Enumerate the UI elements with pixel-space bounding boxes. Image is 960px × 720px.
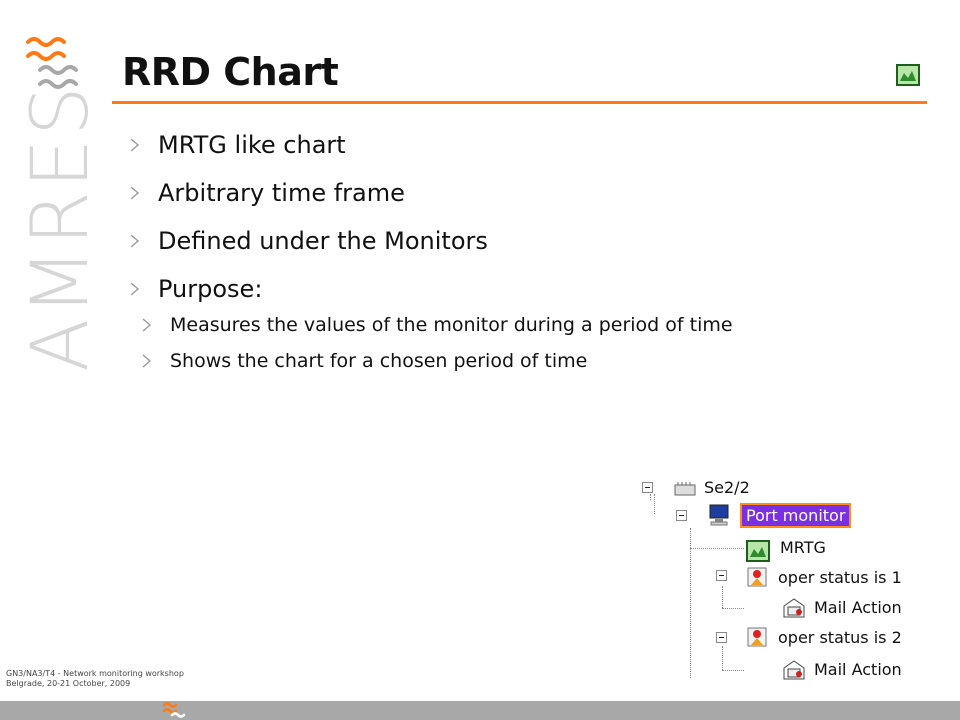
bullet-list: MRTG like chart Arbitrary time frame Def… xyxy=(130,128,850,384)
mrtg-chart-icon xyxy=(746,540,770,562)
bullet-text: Purpose: xyxy=(158,275,263,303)
tree-collapse-toggle[interactable] xyxy=(716,632,727,643)
tree-line xyxy=(690,548,744,549)
alarm-icon xyxy=(747,627,767,647)
sub-bullet-text: Measures the values of the monitor durin… xyxy=(170,314,733,336)
sub-bullet-text: Shows the chart for a chosen period of t… xyxy=(170,350,588,372)
mrtg-chart-icon xyxy=(896,64,920,86)
sub-bullet-item: Shows the chart for a chosen period of t… xyxy=(130,348,850,374)
tree-collapse-toggle[interactable] xyxy=(716,570,727,581)
footer-line-1: GN3/NA3/T4 - Network monitoring workshop xyxy=(6,669,184,678)
tree-item-oper-status-2[interactable]: oper status is 2 xyxy=(778,628,902,647)
slide-title: RRD Chart xyxy=(122,50,339,94)
tree-line xyxy=(650,494,651,500)
mail-action-icon xyxy=(783,598,805,618)
monitor-tree: Se2/2 Port monitor MRTG oper status is 1… xyxy=(624,470,924,684)
tree-collapse-toggle[interactable] xyxy=(642,482,653,493)
tree-root-node[interactable]: Se2/2 xyxy=(704,478,750,497)
bullet-arrow-icon xyxy=(130,186,140,200)
amres-logo-icon xyxy=(26,37,78,89)
tree-line xyxy=(722,586,723,608)
footer: GN3/NA3/T4 - Network monitoring workshop… xyxy=(6,669,184,689)
bullet-item: Purpose: Measures the values of the moni… xyxy=(130,272,850,374)
tree-item-mail-action[interactable]: Mail Action xyxy=(814,660,902,679)
bullet-item: Defined under the Monitors xyxy=(130,224,850,272)
tree-collapse-toggle[interactable] xyxy=(676,510,687,521)
tree-item-mail-action[interactable]: Mail Action xyxy=(814,598,902,617)
sub-bullet-item: Measures the values of the monitor durin… xyxy=(130,312,850,338)
bullet-text: Arbitrary time frame xyxy=(158,179,405,207)
bullet-arrow-icon xyxy=(142,354,152,368)
bullet-arrow-icon xyxy=(142,318,152,332)
bottom-bar xyxy=(0,701,960,720)
bullet-text: MRTG like chart xyxy=(158,131,346,159)
sub-bullet-list: Measures the values of the monitor durin… xyxy=(130,312,850,374)
tree-line xyxy=(654,494,655,514)
bullet-arrow-icon xyxy=(130,138,140,152)
bullet-item: Arbitrary time frame xyxy=(130,176,850,224)
port-icon xyxy=(674,482,696,496)
tree-line xyxy=(722,646,723,670)
title-underline xyxy=(112,101,927,104)
tree-line xyxy=(690,528,691,678)
monitor-icon xyxy=(709,504,729,526)
bullet-arrow-icon xyxy=(130,234,140,248)
footer-line-2: Belgrade, 20-21 October, 2009 xyxy=(6,679,131,688)
bullet-text: Defined under the Monitors xyxy=(158,227,488,255)
tree-item-oper-status-1[interactable]: oper status is 1 xyxy=(778,568,902,587)
tree-line xyxy=(722,670,744,671)
tree-item-mrtg[interactable]: MRTG xyxy=(780,538,826,557)
tree-selected-node[interactable]: Port monitor xyxy=(739,503,852,528)
bullet-item: MRTG like chart xyxy=(130,128,850,176)
brand-vertical-text: AMRES xyxy=(16,83,106,372)
tree-line xyxy=(722,608,744,609)
alarm-icon xyxy=(747,567,767,587)
bullet-arrow-icon xyxy=(130,282,140,296)
amres-logo-icon xyxy=(162,702,186,718)
mail-action-icon xyxy=(783,660,805,680)
